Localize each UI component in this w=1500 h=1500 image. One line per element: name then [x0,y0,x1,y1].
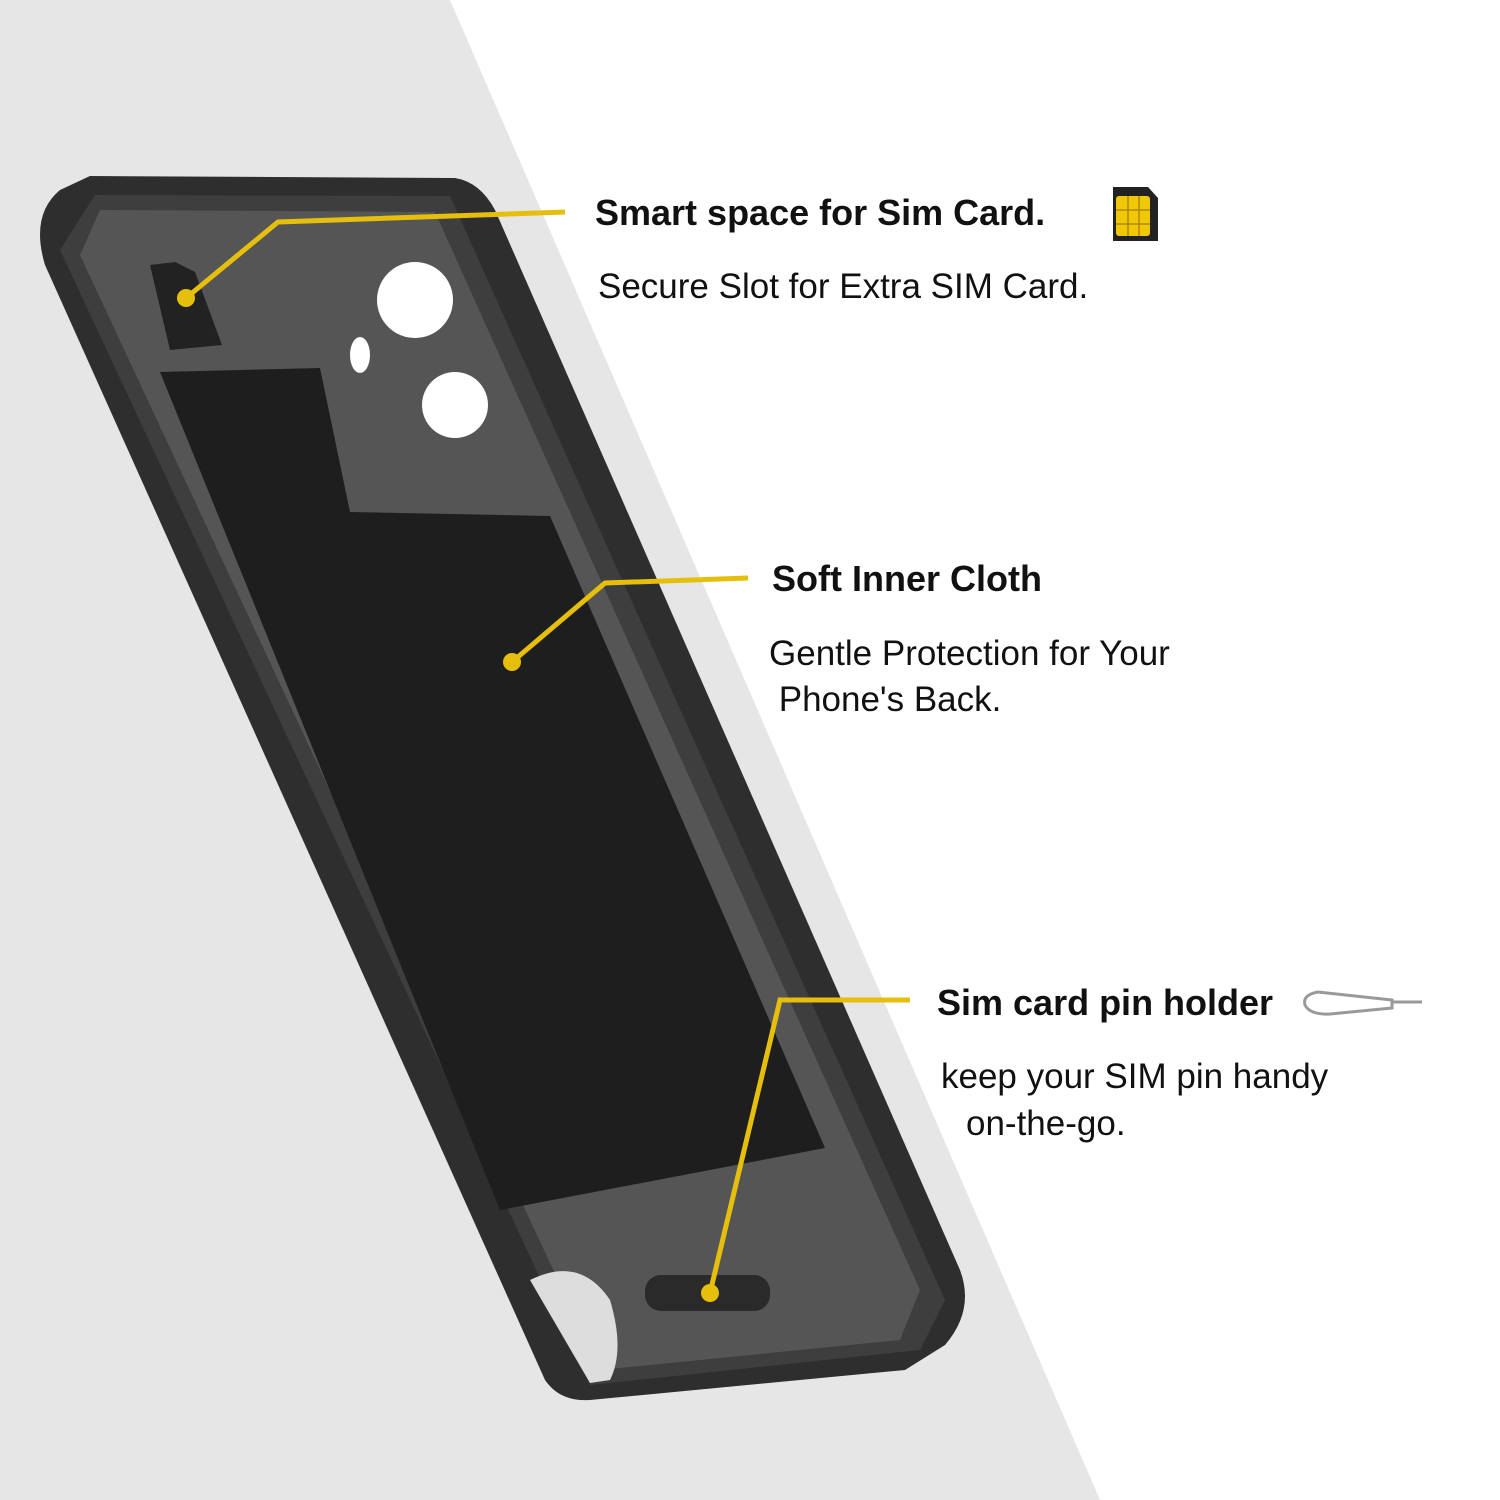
feature-desc-cloth-line1: Gentle Protection for Your [769,634,1170,673]
bottom-hole [530,1271,618,1383]
feature-title-sim-space: Smart space for Sim Card. [595,192,1046,233]
feature-desc-sim-space: Secure Slot for Extra SIM Card. [598,267,1089,306]
feature-title-cloth: Soft Inner Cloth [772,558,1042,599]
feature-title-pin-holder: Sim card pin holder [937,982,1274,1023]
camera-hole [422,372,488,438]
sim-card-icon [1113,187,1158,241]
camera-hole [377,262,453,338]
sim-pin-icon [1303,990,1422,1016]
phone-case [40,176,965,1401]
feature-desc-cloth-line2: Phone's Back. [769,680,1002,719]
feature-desc-pin-line1: keep your SIM pin handy [941,1057,1329,1096]
callout-lines [184,209,910,1294]
inner-cloth [160,368,825,1210]
feature-desc-pin-line2: on-the-go. [966,1104,1126,1143]
